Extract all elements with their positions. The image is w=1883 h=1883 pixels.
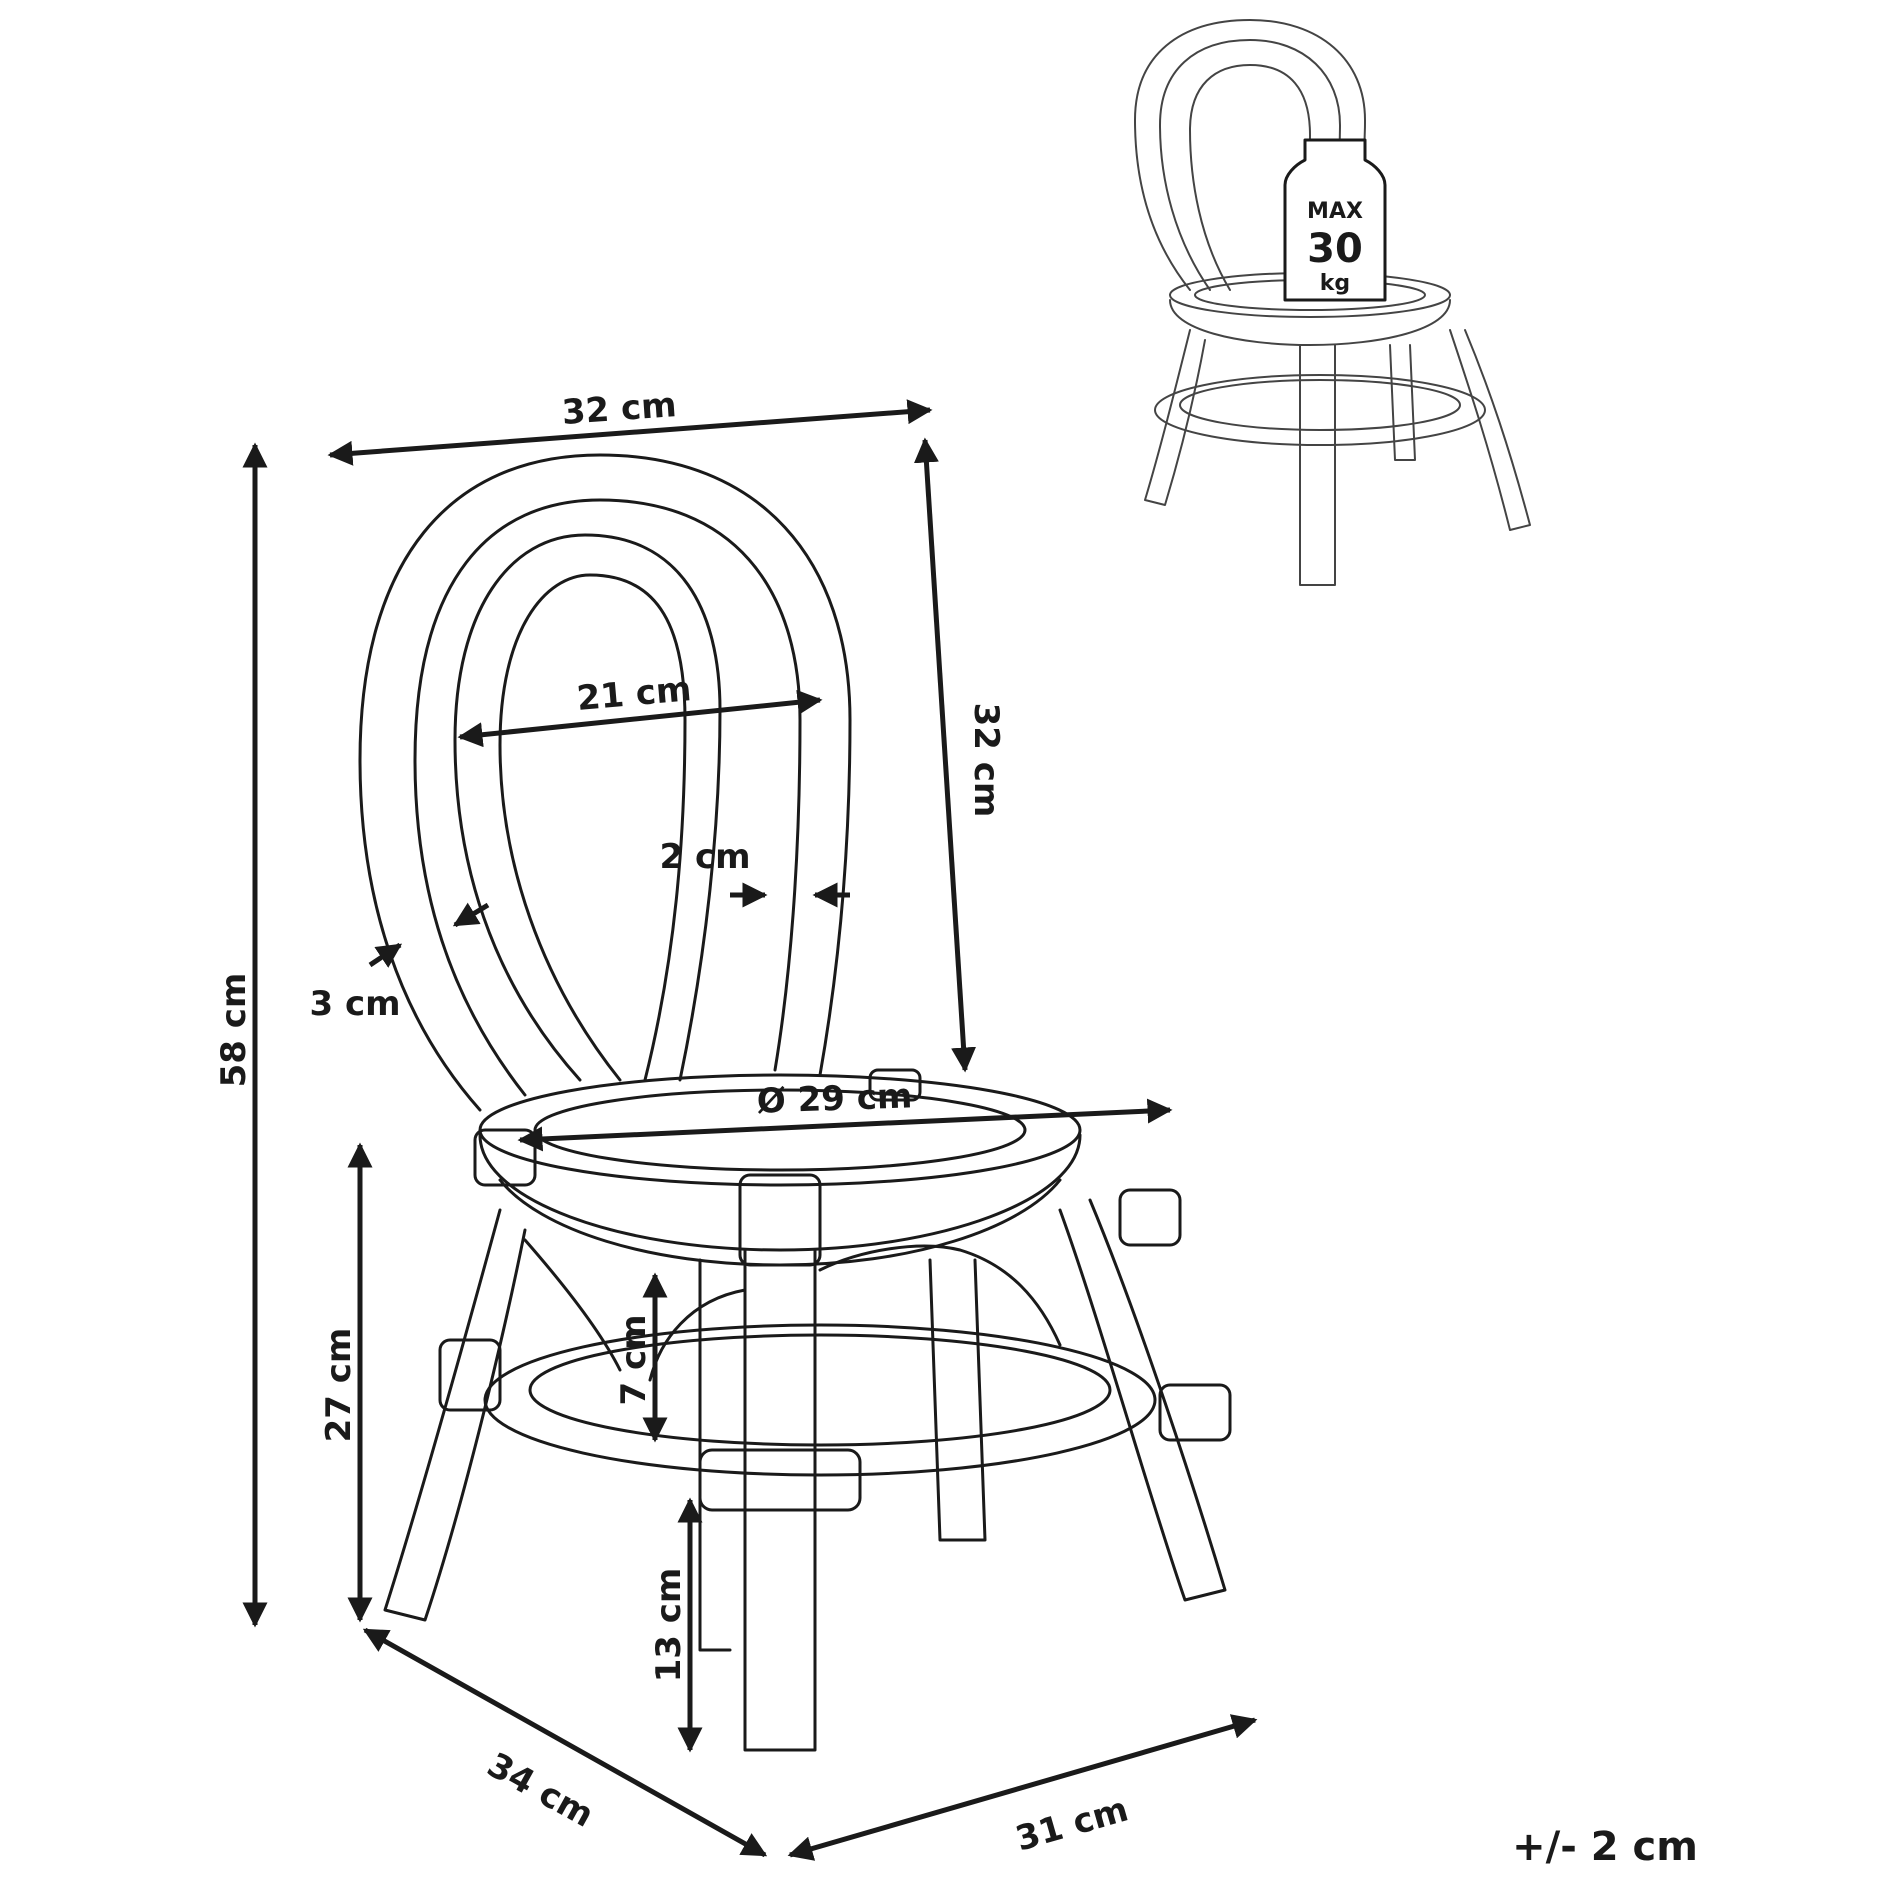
backrest-outer-frame	[358, 453, 852, 1112]
leg-back-left	[698, 1258, 732, 1652]
arrow-width-bottom	[787, 1714, 1258, 1861]
label-depth: 34 cm	[480, 1745, 600, 1836]
binding-ring-right	[1158, 1383, 1232, 1442]
arch-right	[818, 1244, 1062, 1347]
label-seat-diameter: Ø 29 cm	[756, 1076, 913, 1121]
label-ring-gap: 7 cm	[614, 1314, 654, 1405]
leg-front-right	[1058, 1198, 1227, 1602]
arrow-depth	[362, 1627, 768, 1858]
arrow-thickness-outer	[368, 942, 403, 968]
seat-rim	[478, 1133, 1082, 1252]
weight-badge-line3: kg	[1320, 271, 1350, 296]
label-seat-height: 27 cm	[319, 1328, 359, 1443]
label-height-total: 58 cm	[214, 973, 254, 1088]
label-width-bottom: 31 cm	[1011, 1789, 1132, 1859]
arch-left	[523, 1238, 622, 1372]
leg-center-front	[743, 1248, 817, 1752]
label-ring-height: 13 cm	[649, 1568, 689, 1683]
chair-thumbnail: MAX 30 kg	[1134, 19, 1531, 586]
arrow-seat-diameter	[517, 1098, 1173, 1152]
label-back-inner-width: 21 cm	[575, 669, 693, 719]
arrow-back-height	[913, 437, 977, 1073]
label-thickness-outer: 3 cm	[309, 984, 400, 1024]
arrow-width-top	[327, 399, 933, 466]
label-back-height: 32 cm	[966, 703, 1006, 818]
binding-ring-front	[698, 1448, 862, 1512]
weight-badge-line2: 30	[1307, 226, 1363, 272]
dimension-arrows	[242, 399, 1258, 1861]
lower-ring-outer	[483, 1323, 1157, 1477]
binding-seat-left	[473, 1128, 537, 1187]
binding-seat-right	[1118, 1188, 1182, 1247]
backrest-inner-frame-inner-edge	[498, 573, 687, 1082]
binding-ring-left	[438, 1338, 502, 1412]
weight-badge-line1: MAX	[1307, 199, 1363, 224]
lower-ring-inner	[528, 1333, 1112, 1447]
dimension-labels: 32 cm 58 cm 32 cm 21 cm 2 cm 3 cm Ø 29 c…	[214, 385, 1698, 1870]
label-thickness-inner: 2 cm	[659, 837, 750, 877]
leg-back-right	[928, 1258, 987, 1542]
label-width-top: 32 cm	[561, 385, 678, 433]
arrow-thickness-frame	[452, 902, 490, 928]
weight-badge-outline	[1283, 138, 1387, 302]
leg-front-left	[383, 1208, 527, 1622]
arrow-back-inner-width	[457, 689, 823, 748]
binding-seat-front	[738, 1173, 822, 1267]
label-tolerance: +/- 2 cm	[1512, 1824, 1698, 1870]
backrest-inner-frame	[453, 533, 722, 1082]
backrest-outer-frame-inner-edge	[413, 498, 802, 1097]
